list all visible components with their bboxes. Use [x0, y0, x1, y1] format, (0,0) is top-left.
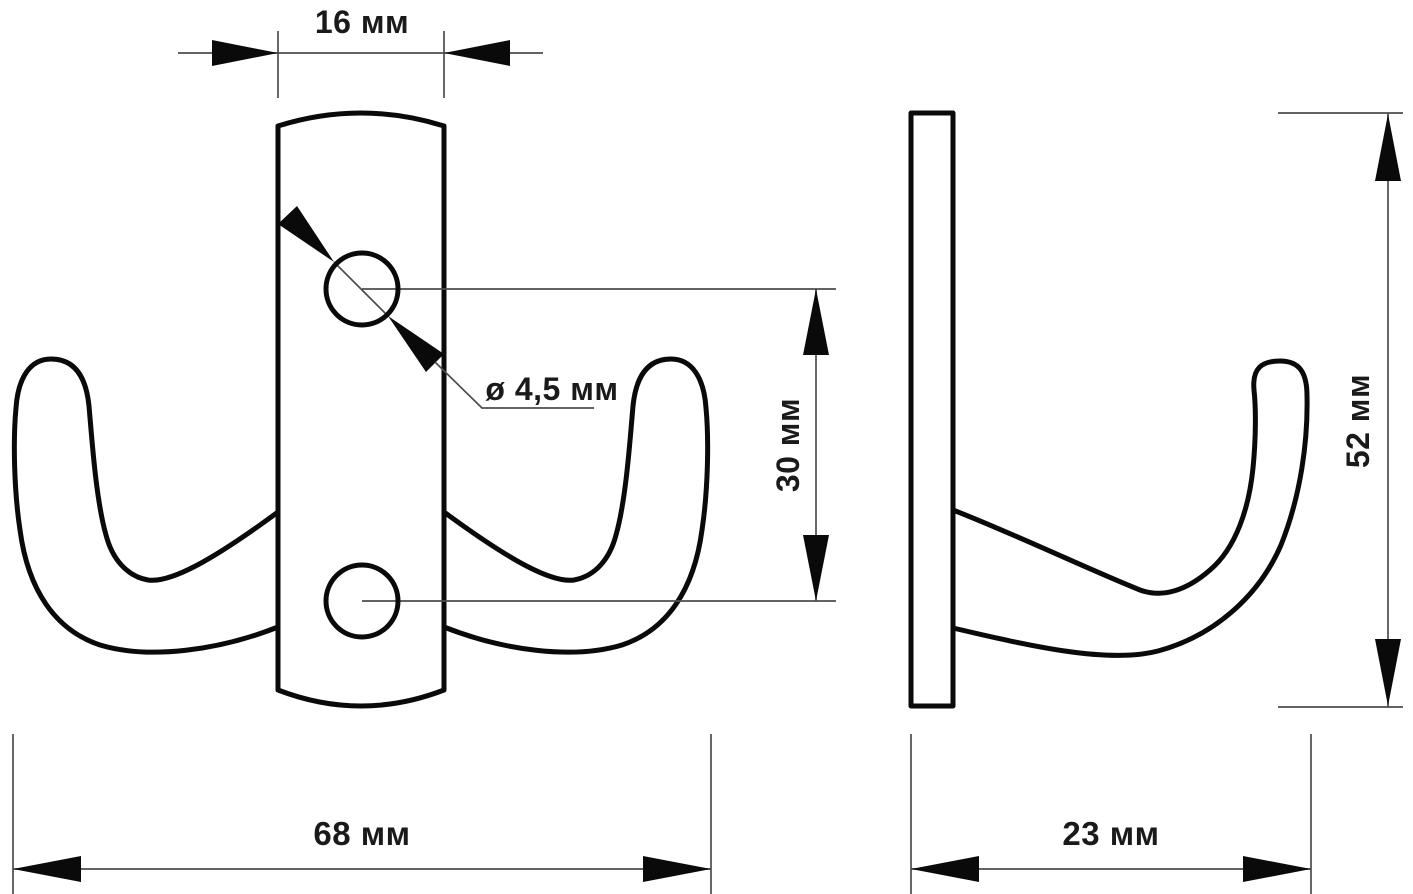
- dim-arrow-right-icon: [1243, 856, 1311, 882]
- dimension-hole-diameter: ø 4,5 мм: [278, 206, 618, 409]
- dimension-plate-width: 16 мм: [178, 4, 543, 98]
- dimension-overall-width: 68 мм: [12, 734, 712, 894]
- dim-label-hole-spacing: 30 мм: [770, 398, 806, 492]
- front-plate-outline: [275, 110, 447, 709]
- hole-diameter-line: [333, 261, 389, 317]
- dim-label-depth: 23 мм: [1062, 815, 1159, 852]
- dim-arrow-upper-left-icon: [278, 206, 334, 262]
- dim-label-plate-width: 16 мм: [315, 4, 409, 40]
- dimension-height: 52 мм: [1278, 112, 1403, 708]
- dimension-hole-spacing: 30 мм: [770, 289, 829, 601]
- dim-arrow-left-icon: [444, 40, 510, 66]
- dim-arrow-down-icon: [1375, 639, 1401, 706]
- side-hook-outline: [950, 358, 1310, 658]
- dimension-depth: 23 мм: [910, 734, 1312, 894]
- dim-arrow-left-icon: [911, 856, 979, 882]
- dim-arrow-right-icon: [212, 40, 278, 66]
- dim-arrow-lower-right-icon: [388, 316, 444, 372]
- front-right-hook-outline: [441, 356, 711, 655]
- dim-arrow-up-icon: [803, 289, 829, 355]
- front-bottom-screw-hole: [323, 562, 401, 640]
- leader-line: [434, 361, 594, 409]
- side-plate-outline: [908, 110, 956, 709]
- dim-label-overall-width: 68 мм: [313, 815, 410, 852]
- dim-label-hole-diameter: ø 4,5 мм: [485, 371, 618, 407]
- dim-arrow-right-icon: [643, 856, 711, 882]
- dim-arrow-up-icon: [1375, 114, 1401, 181]
- front-view: [11, 110, 836, 709]
- dim-arrow-down-icon: [803, 535, 829, 601]
- dim-label-height: 52 мм: [1340, 374, 1376, 468]
- dim-arrow-left-icon: [13, 856, 81, 882]
- front-left-hook-outline: [11, 356, 281, 655]
- front-top-screw-hole: [323, 250, 401, 328]
- side-view: [908, 110, 1310, 709]
